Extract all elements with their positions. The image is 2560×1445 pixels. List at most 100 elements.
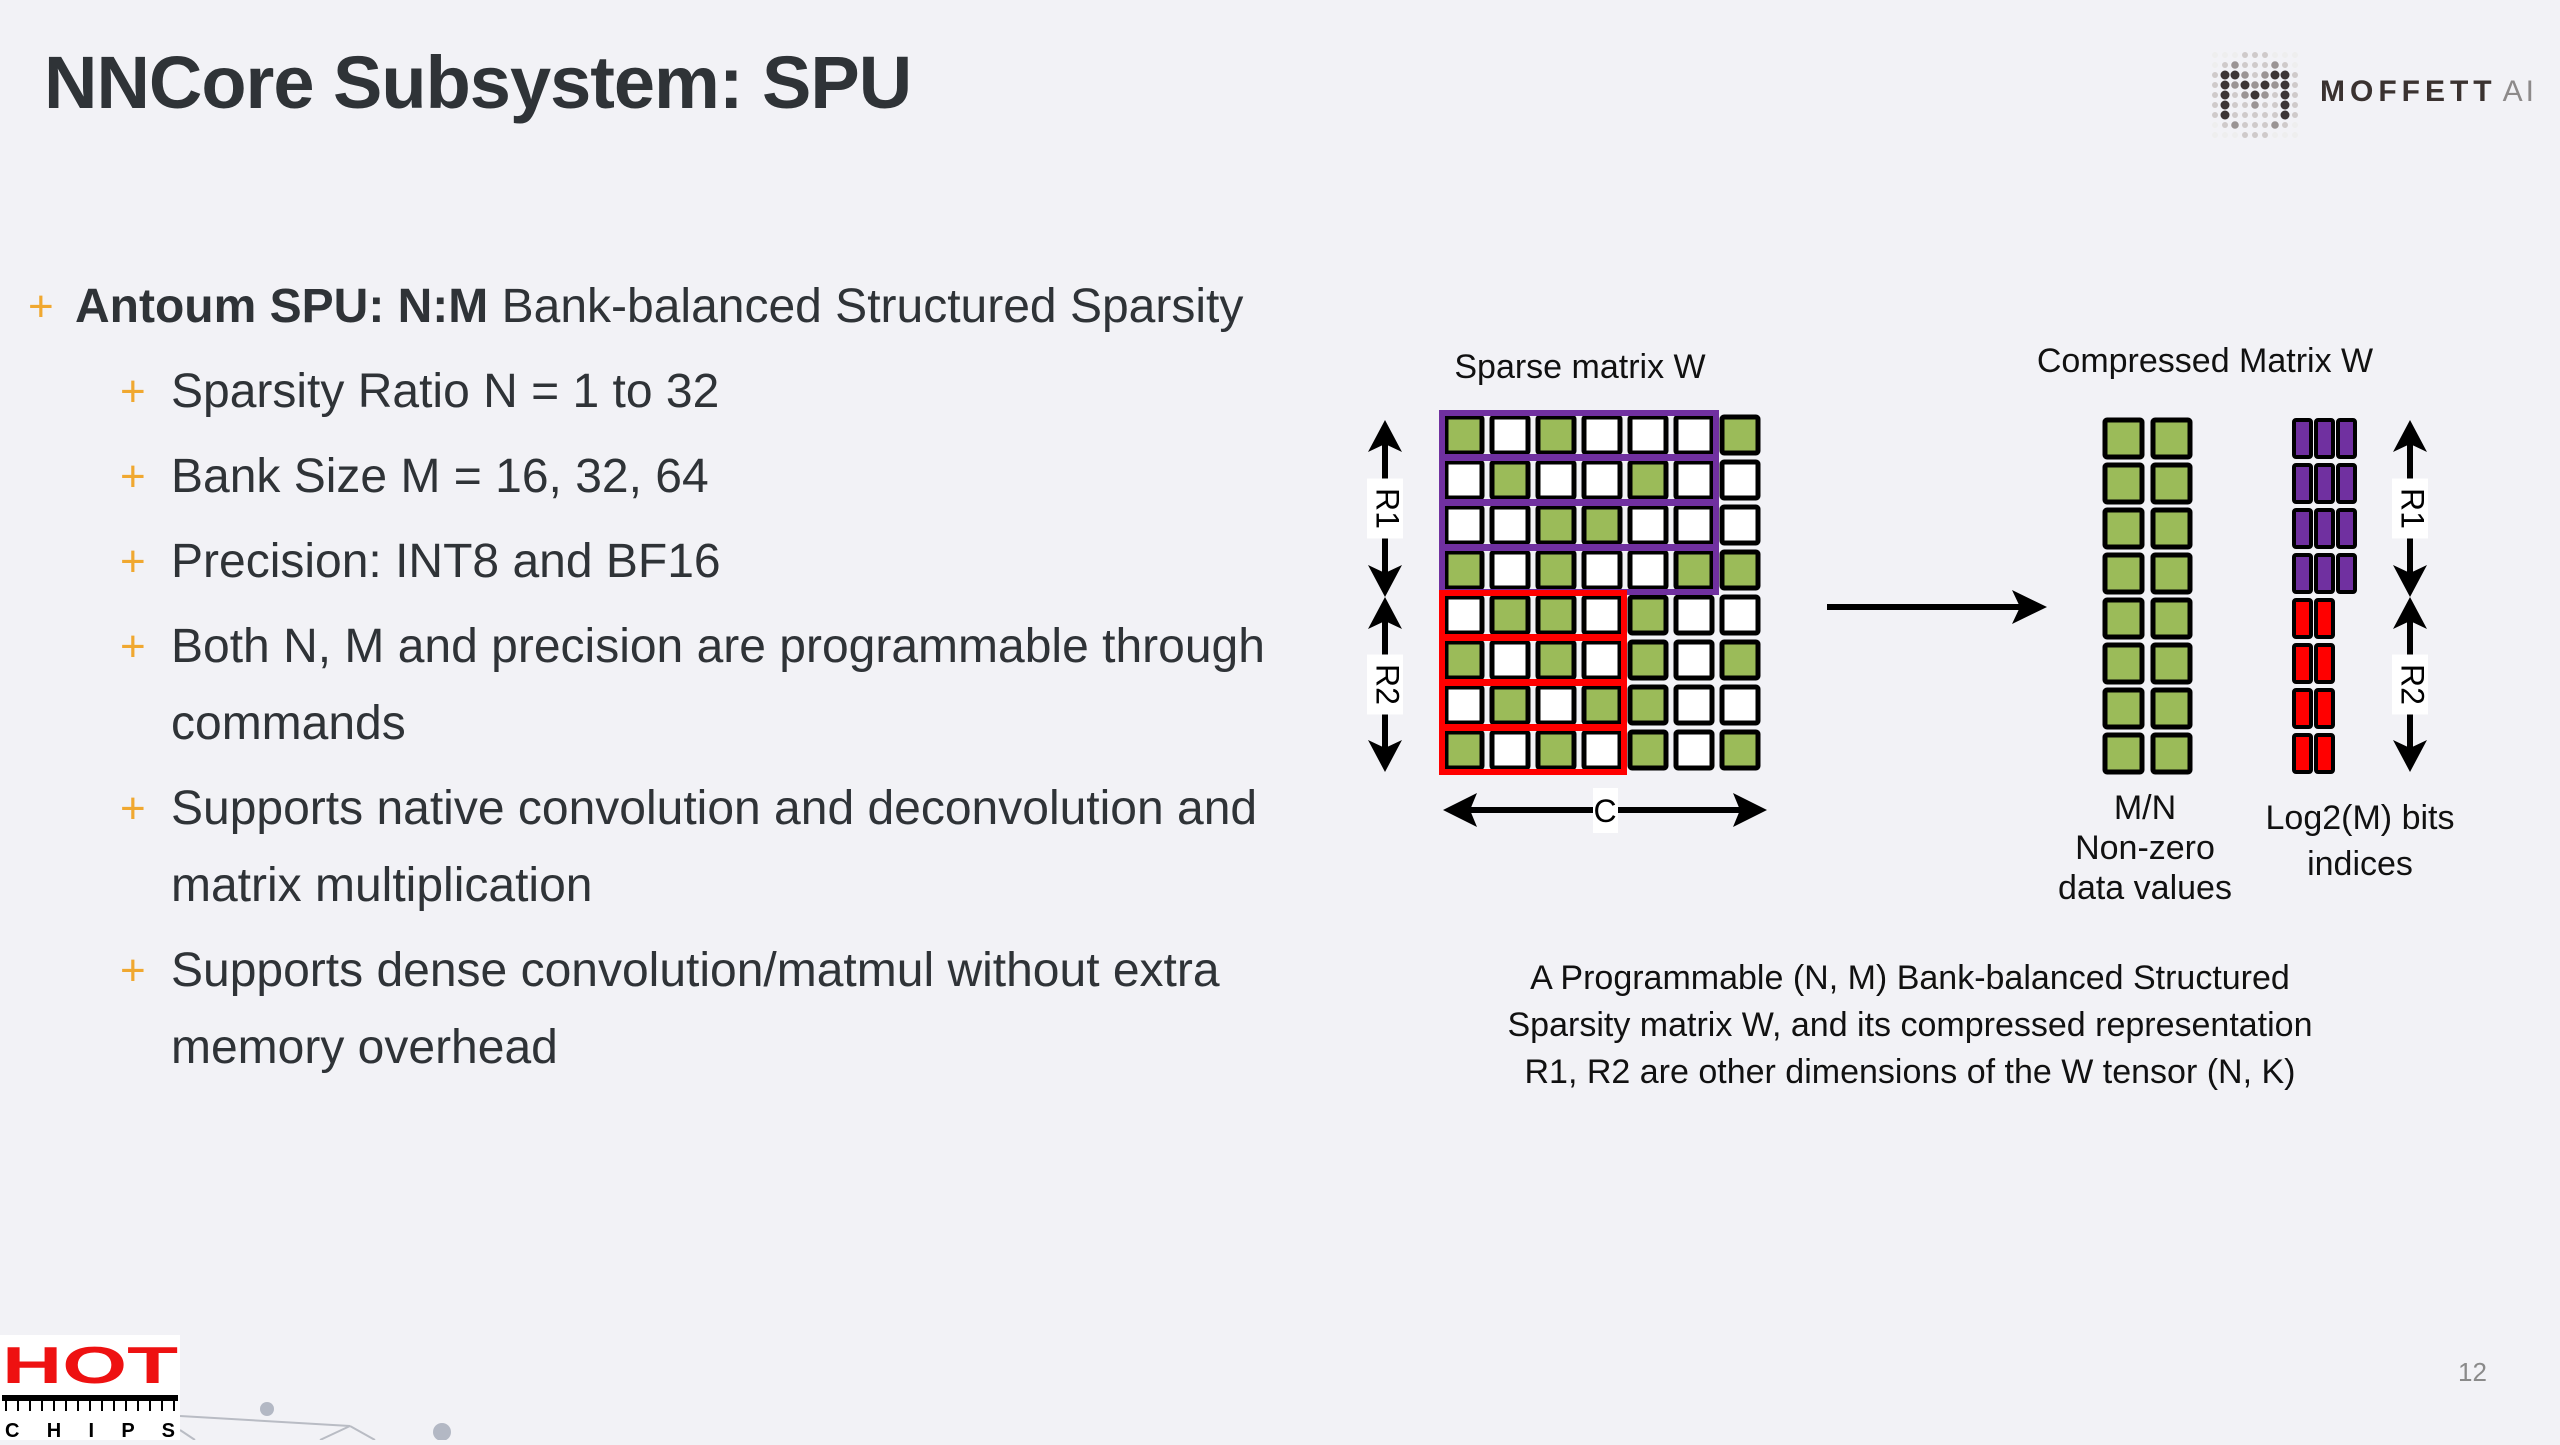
compressed-value-cell <box>2150 597 2193 640</box>
zero-cell <box>1627 549 1669 591</box>
moffett-dot-m-icon <box>2212 52 2298 138</box>
hot-chips-logo: HOT C H I P S <box>0 1335 180 1442</box>
network-decoration <box>179 1415 376 1440</box>
compressed-value-cell <box>2150 687 2193 730</box>
compressed-value-cell <box>2150 507 2193 550</box>
bullet-text: Bank-balanced Structured Sparsity <box>488 280 1244 333</box>
r2-bank-box <box>1439 725 1627 775</box>
label-line: M/N <box>2113 789 2177 827</box>
zero-cell <box>1489 549 1531 591</box>
bullet-list: + Antoum SPU: N:M Bank-balanced Structure… <box>28 268 1288 1086</box>
index-bit-cell <box>2314 733 2335 774</box>
zero-cell <box>1719 594 1761 636</box>
zero-cell <box>1535 459 1577 501</box>
label-line: Log2(M) bits <box>2265 799 2455 837</box>
index-bit-cell <box>2336 508 2357 549</box>
nonzero-cell <box>1627 594 1669 636</box>
slide-title: NNCore Subsystem: SPU <box>44 41 912 124</box>
zero-cell <box>1627 504 1669 546</box>
index-bit-cell <box>2314 508 2335 549</box>
bank-boxes <box>1439 410 1719 775</box>
nonzero-cell <box>1719 729 1761 771</box>
compressed-value-cell <box>2102 642 2145 685</box>
index-bit-cell <box>2292 553 2313 594</box>
nonzero-cell <box>1443 414 1485 456</box>
arrow-up-head <box>2393 597 2427 629</box>
logo-brand: MOFFETT <box>2320 75 2497 108</box>
compressed-value-cell <box>2150 642 2193 685</box>
compressed-value-cell <box>2102 417 2145 460</box>
r1-arrow-right: R1 <box>2392 420 2431 597</box>
compressed-value-cell <box>2102 597 2145 640</box>
nonzero-cell <box>1581 684 1623 726</box>
label-line: R1, R2 are other dimensions of the W ten… <box>1524 1053 2296 1091</box>
zero-cell <box>1673 729 1715 771</box>
zero-cell <box>1581 414 1623 456</box>
bullet-item: +Bank Size M = 16, 32, 64 <box>28 438 1288 515</box>
nonzero-cell <box>1581 504 1623 546</box>
bullet-bold-text: Antoum SPU: N:M <box>75 280 489 333</box>
plus-bullet-icon: + <box>120 946 146 995</box>
zero-cell <box>1673 504 1715 546</box>
index-bit-cell <box>2292 598 2313 639</box>
zero-cell <box>1673 459 1715 501</box>
arrow-up-head <box>1368 420 1402 452</box>
compressed-value-cell <box>2102 552 2145 595</box>
nonzero-cell <box>1443 729 1485 771</box>
diagram-caption: A Programmable (N, M) Bank-balanced Stru… <box>1430 955 2390 1096</box>
arrow-down-head <box>2393 740 2427 772</box>
nonzero-cell <box>1719 549 1761 591</box>
network-node <box>260 1402 274 1416</box>
zero-cell <box>1535 684 1577 726</box>
bullet-item: +Supports dense convolution/matmul witho… <box>28 932 1288 1086</box>
network-node <box>433 1423 451 1440</box>
arrow-down-head <box>1368 740 1402 772</box>
index-bit-cell <box>2336 418 2357 459</box>
compressed-value-cell <box>2150 462 2193 505</box>
nonzero-cell <box>1535 594 1577 636</box>
r2-arrow-left: R2 <box>1367 597 1406 772</box>
zero-cell <box>1443 594 1485 636</box>
bullet-text: Precision: INT8 and BF16 <box>171 535 721 588</box>
bullet-text: Both N, M and precision are programmable… <box>171 620 1265 750</box>
index-bit-cell <box>2336 463 2357 504</box>
zero-cell <box>1581 594 1623 636</box>
index-bit-cell <box>2314 553 2335 594</box>
zero-cell <box>1627 414 1669 456</box>
label-line: A Programmable (N, M) Bank-balanced Stru… <box>1530 959 2290 997</box>
dimension-label: R2 <box>1370 664 1406 705</box>
label-line: indices <box>2307 845 2413 883</box>
r1-arrow-left: R1 <box>1367 420 1406 597</box>
index-bit-cell <box>2314 643 2335 684</box>
nonzero-cell <box>1719 414 1761 456</box>
bullet-text: Sparsity Ratio N = 1 to 32 <box>171 365 720 418</box>
index-bit-cell <box>2292 463 2313 504</box>
zero-cell <box>1581 459 1623 501</box>
nonzero-cell <box>1489 594 1531 636</box>
compressed-value-cell <box>2150 552 2193 595</box>
nonzero-cell <box>1627 684 1669 726</box>
zero-cell <box>1673 594 1715 636</box>
hot-chips-top-text: HOT <box>2 1337 178 1395</box>
plus-bullet-icon: + <box>120 784 146 833</box>
bullet-item: +Sparsity Ratio N = 1 to 32 <box>28 353 1288 430</box>
indices-label: Log2(M) bits indices <box>2240 795 2480 887</box>
plus-bullet-icon: + <box>28 282 54 331</box>
zero-cell <box>1443 459 1485 501</box>
zero-cell <box>1489 639 1531 681</box>
arrow-up-head <box>2393 420 2427 452</box>
arrow-right-head <box>1733 793 1767 827</box>
index-bit-cell <box>2314 598 2335 639</box>
nonzero-cell <box>1489 684 1531 726</box>
index-bit-cell <box>2292 418 2313 459</box>
hot-chips-flame-logo: HOT C H I P S <box>2 1337 178 1442</box>
logo-suffix: AI <box>2502 75 2537 108</box>
sparse-matrix-grid <box>1443 414 1761 771</box>
compressed-value-cell <box>2150 732 2193 775</box>
index-bit-cell <box>2292 688 2313 729</box>
zero-cell <box>1489 414 1531 456</box>
index-bit-cell <box>2336 553 2357 594</box>
zero-cell <box>1719 504 1761 546</box>
